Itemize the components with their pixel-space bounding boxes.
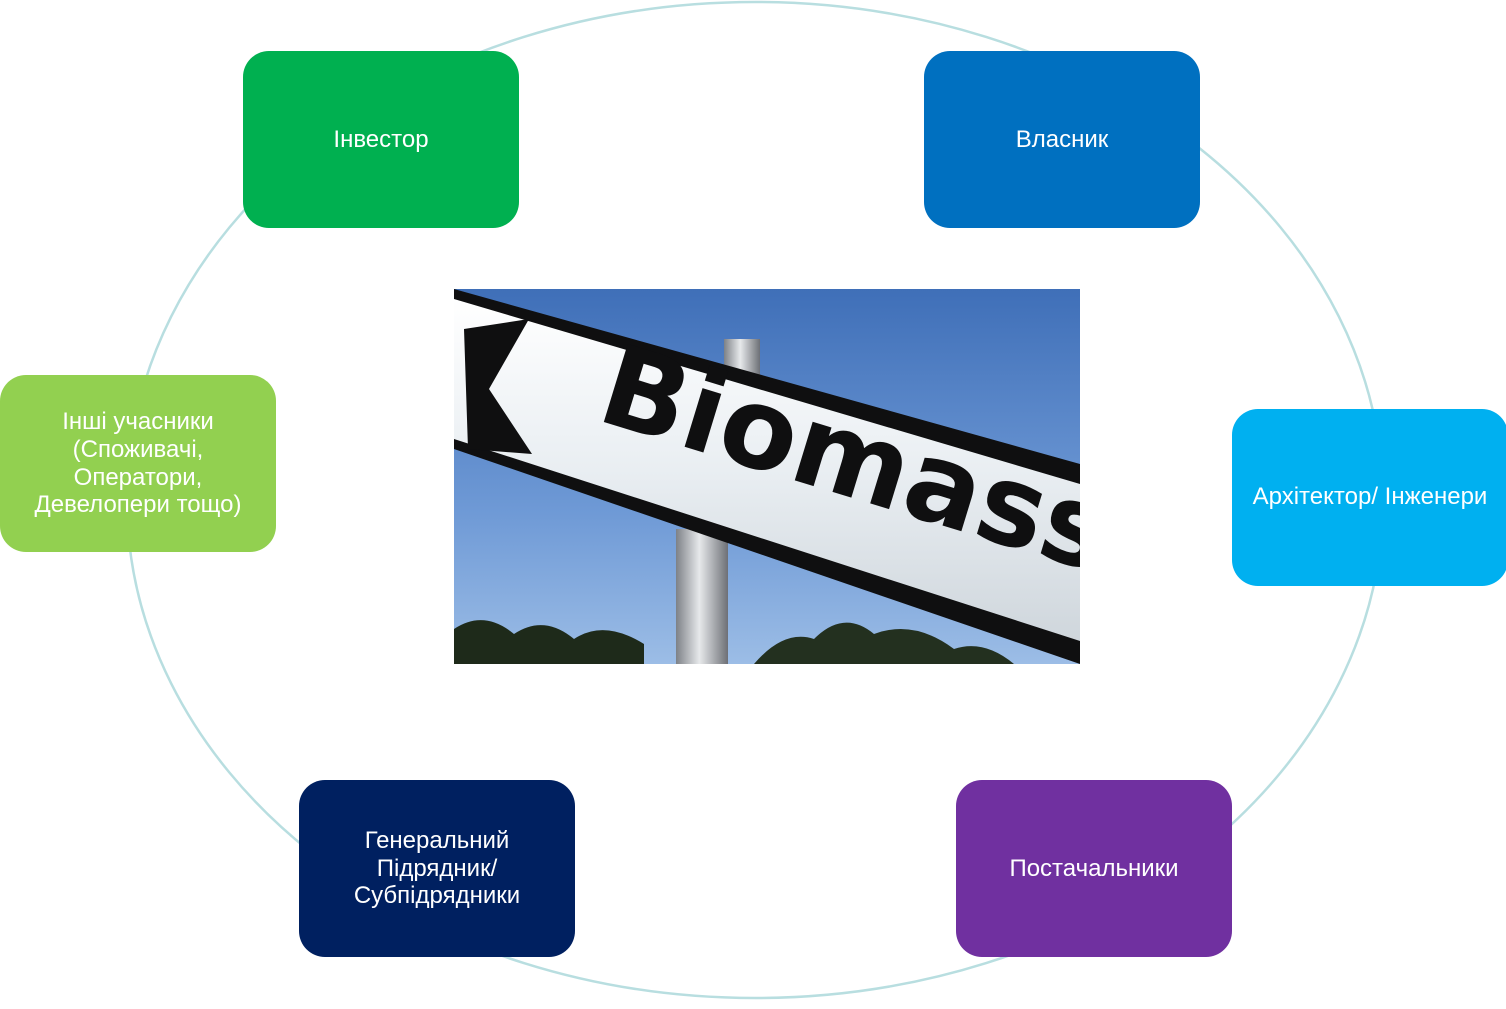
node-contractor-label: Генеральний Підрядник/ Субпідрядники xyxy=(353,827,521,910)
node-suppliers: Постачальники xyxy=(956,780,1232,957)
node-owner-label: Власник xyxy=(1015,125,1109,153)
node-investor-label: Інвестор xyxy=(333,125,429,153)
node-others-label: Інші учасники (Споживачі, Оператори, Дев… xyxy=(34,408,242,519)
node-general-contractor: Генеральний Підрядник/ Субпідрядники xyxy=(299,780,575,957)
node-other-participants: Інші учасники (Споживачі, Оператори, Дев… xyxy=(0,375,276,552)
biomass-plant-sign-photo: Biomass Plant xyxy=(454,289,1080,664)
node-architect-engineers: Архітектор/ Інженери xyxy=(1232,409,1506,586)
node-suppliers-label: Постачальники xyxy=(1009,854,1179,882)
node-investor: Інвестор xyxy=(243,51,519,228)
node-architect-label: Архітектор/ Інженери xyxy=(1252,483,1488,511)
node-owner: Власник xyxy=(924,51,1200,228)
